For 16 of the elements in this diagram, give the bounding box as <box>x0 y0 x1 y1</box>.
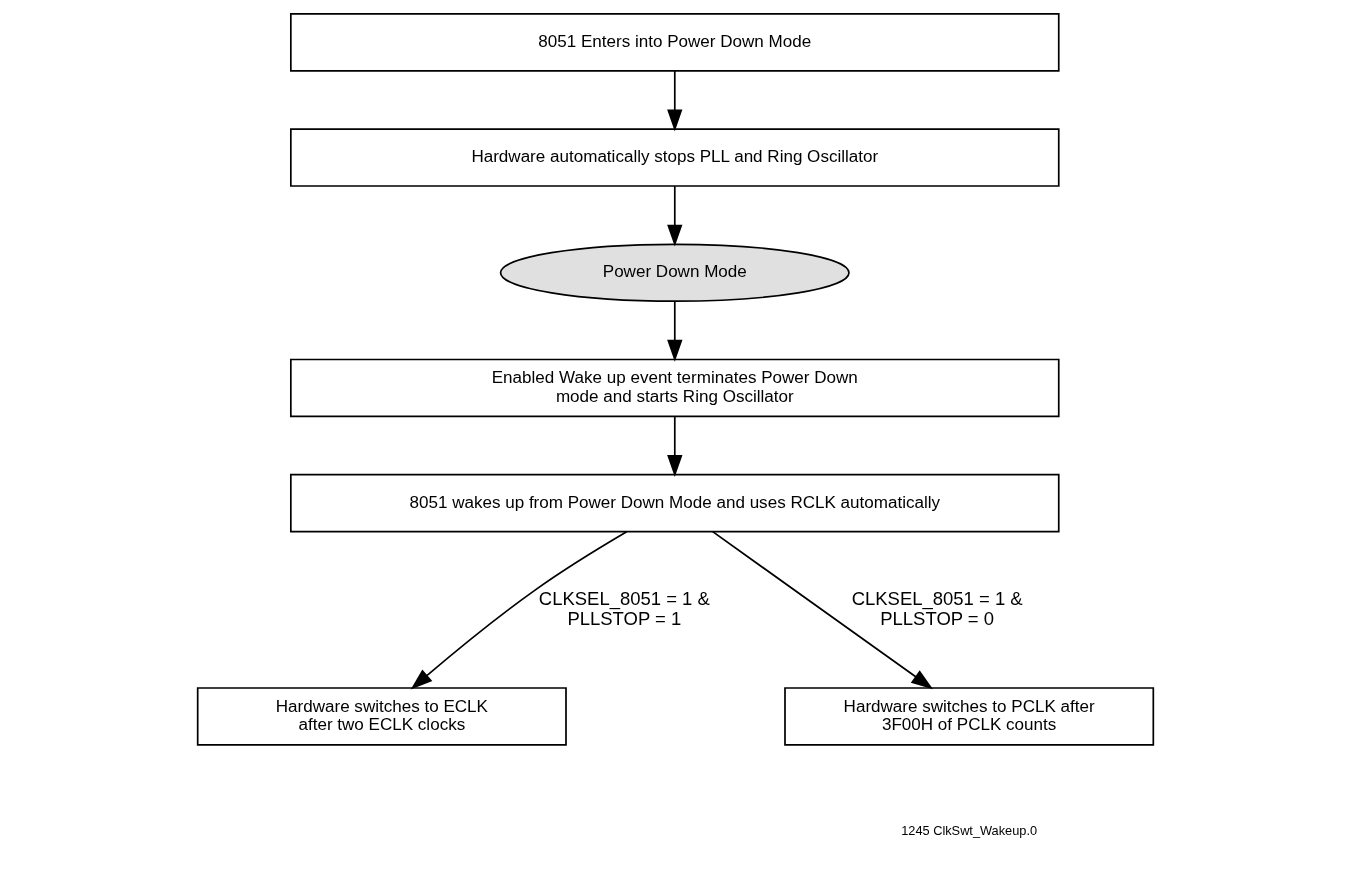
arrow <box>667 300 683 362</box>
node-ellipse: Power Down Mode <box>499 243 850 303</box>
node-box: 8051 Enters into Power Down Mode <box>289 13 1060 72</box>
edge-label: CLKSEL_8051 = 1 & PLLSTOP = 1 <box>538 587 710 629</box>
node-box: Hardware automatically stops PLL and Ring Oscillator <box>289 128 1060 187</box>
label: 1245 ClkSwt_Wakeup.0 <box>901 822 1038 838</box>
edge-label: CLKSEL_8051 = 1 & PLLSTOP = 0 <box>851 587 1023 629</box>
arrow <box>667 70 683 132</box>
arrow <box>667 185 683 247</box>
node-box: Hardware switches to PCLK after 3F00H of PCLK counts <box>784 687 1155 746</box>
node-box: Enabled Wake up event terminates Power Down mode and starts Ring Oscillator <box>289 358 1060 418</box>
arrow <box>410 531 628 690</box>
node-box: Hardware switches to ECLK after two ECLK clocks <box>196 687 567 746</box>
arrow <box>711 530 934 690</box>
arrow <box>667 415 683 477</box>
node-box: 8051 wakes up from Power Down Mode and uses RCLK automatically <box>289 473 1060 533</box>
